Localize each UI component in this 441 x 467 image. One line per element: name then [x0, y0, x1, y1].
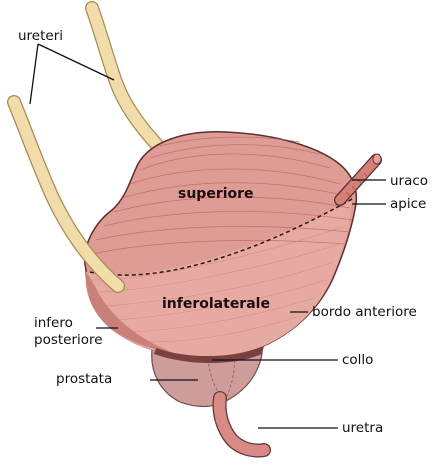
leader-lines	[29, 43, 386, 429]
label-ureteri: ureteri	[18, 28, 63, 44]
label-uretra: uretra	[342, 420, 383, 436]
label-inferolaterale: inferolaterale	[162, 296, 270, 312]
label-bordo-anteriore: bordo anteriore	[312, 304, 417, 320]
label-uraco: uraco	[390, 173, 428, 189]
right-ureter	[85, 1, 165, 153]
label-collo: collo	[342, 352, 373, 368]
left-ureter	[7, 95, 125, 293]
label-infero: infero	[34, 315, 73, 331]
bladder	[84, 131, 358, 363]
label-prostata: prostata	[56, 371, 112, 387]
label-posteriore: posteriore	[34, 332, 103, 348]
label-superiore: superiore	[178, 186, 254, 202]
label-apice: apice	[390, 196, 426, 212]
urethra	[212, 391, 271, 458]
